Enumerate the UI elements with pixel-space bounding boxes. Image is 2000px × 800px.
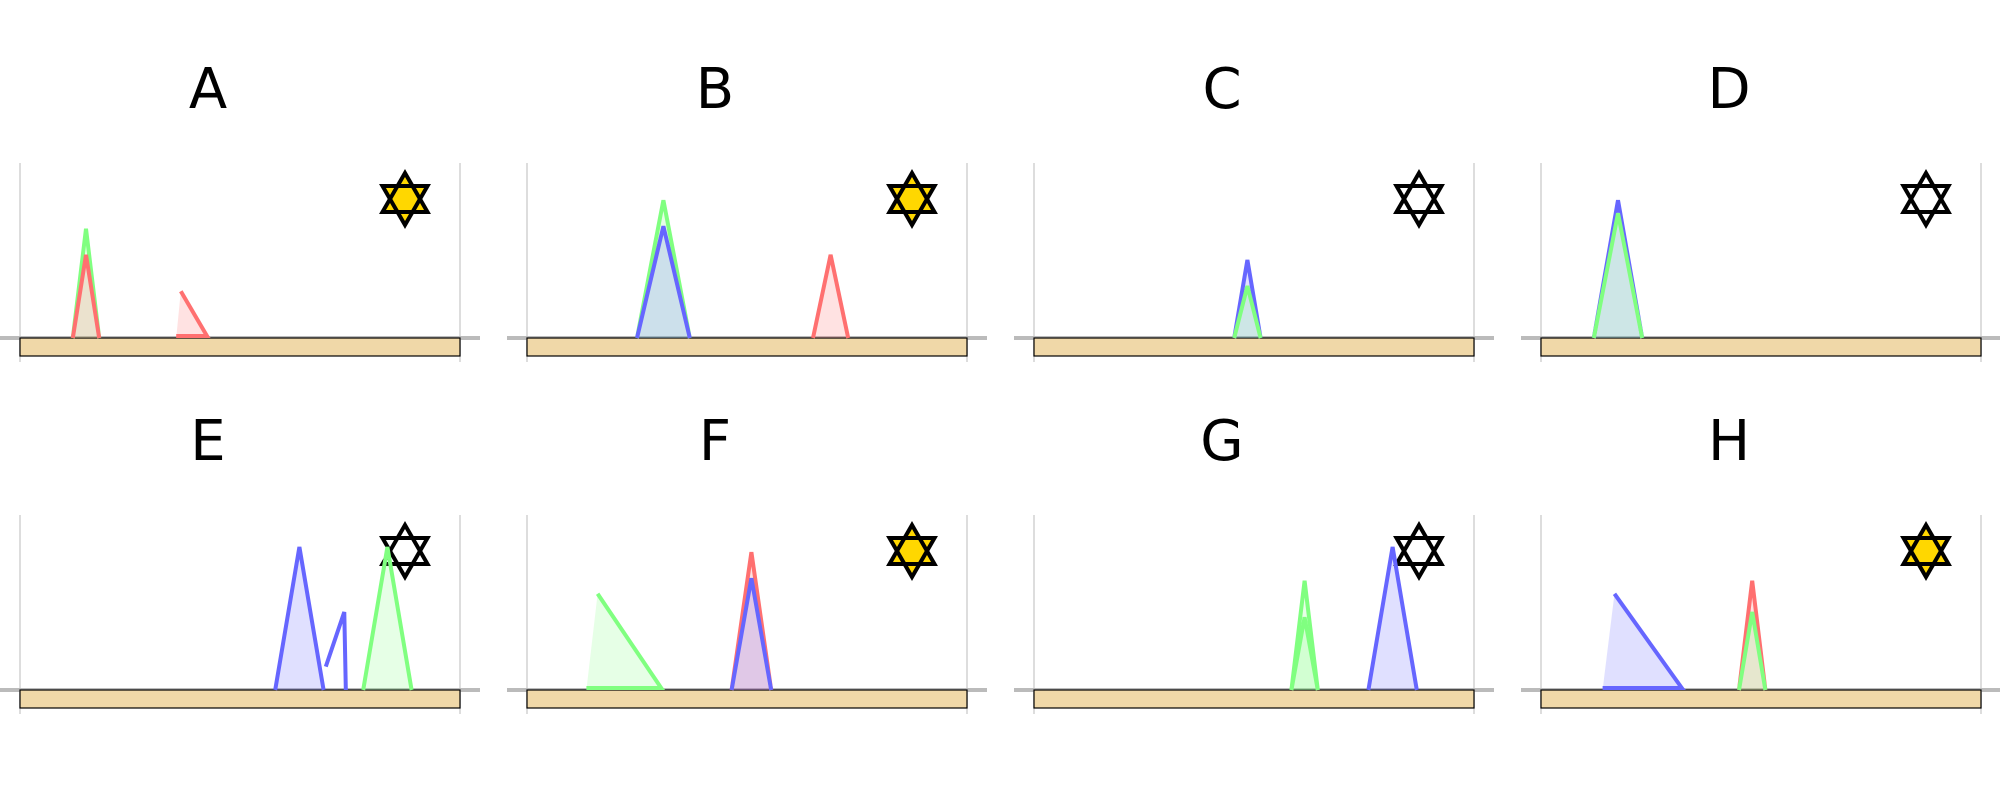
green-triangle-fill <box>363 547 412 690</box>
floor-slab <box>526 337 968 357</box>
panel-label: A <box>189 57 227 122</box>
panel-f: F <box>507 409 987 714</box>
star-of-david-icon <box>1393 168 1445 214</box>
blue-wedge <box>1602 592 1686 690</box>
star-of-david-icon <box>1900 168 1952 214</box>
panel-d: D <box>1521 57 2000 362</box>
red-triangle-fill <box>72 254 100 338</box>
star-of-david-icon <box>379 536 431 582</box>
green-triangle-fill <box>1739 612 1766 690</box>
green-triangle <box>1737 611 1768 691</box>
star-of-david-icon <box>379 184 431 230</box>
star-of-david-icon <box>1393 536 1445 582</box>
star-of-david-icon <box>1900 520 1952 566</box>
panel-label: E <box>190 409 225 474</box>
floor-slab <box>1540 337 1982 357</box>
floor-slab <box>1033 337 1475 357</box>
red-triangle-fill <box>731 552 772 690</box>
green-triangle <box>1232 285 1263 339</box>
floor-slab <box>1540 689 1982 709</box>
panel-label: F <box>699 409 731 474</box>
panel-g: G <box>1014 409 1494 714</box>
green-triangle <box>1289 616 1320 691</box>
star-of-david-icon <box>379 168 431 214</box>
blue-triangle-fill <box>1368 547 1417 690</box>
green-triangle <box>1591 212 1645 339</box>
blue-triangle <box>1366 546 1419 691</box>
blue-triangle-fill <box>275 547 324 690</box>
green-wedge-fill <box>586 593 662 690</box>
panel-label: B <box>696 57 734 122</box>
red-triangle <box>811 254 851 339</box>
panel-label: C <box>1202 57 1241 122</box>
panel-a: A <box>0 57 480 362</box>
green-wedge <box>586 592 665 690</box>
red-wedge <box>176 290 211 338</box>
star-of-david-icon <box>379 520 431 566</box>
blue-triangle <box>1232 259 1263 339</box>
blue-triangle-fill <box>637 226 690 338</box>
blue-zigzag <box>323 611 348 691</box>
star-of-david-icon <box>1393 520 1445 566</box>
green-triangle-fill <box>637 200 690 338</box>
blue-triangle <box>635 225 692 339</box>
blue-triangle <box>273 546 326 691</box>
star-of-david-icon <box>1900 536 1952 582</box>
floor-slab <box>19 689 461 709</box>
panel-c: C <box>1014 57 1494 362</box>
panel-e: E <box>0 409 480 714</box>
green-triangle <box>1289 580 1320 691</box>
blue-triangle <box>729 577 774 691</box>
green-triangle-fill <box>1291 617 1318 690</box>
floor-slab <box>19 337 461 357</box>
panel-label: H <box>1708 409 1750 474</box>
green-triangle-fill <box>1234 286 1261 338</box>
panel-label: D <box>1707 57 1750 122</box>
red-triangle <box>70 254 102 339</box>
blue-wedge-fill <box>1602 593 1682 690</box>
green-triangle-fill <box>72 228 100 338</box>
star-of-david-icon <box>886 536 938 582</box>
star-of-david-icon <box>886 184 938 230</box>
star-of-david-icon <box>1900 184 1952 230</box>
star-of-david-icon <box>886 520 938 566</box>
panel-label: G <box>1200 409 1243 474</box>
blue-triangle-fill <box>731 578 772 690</box>
star-of-david-icon <box>886 168 938 214</box>
floor-slab <box>526 689 968 709</box>
blue-triangle-fill <box>1593 200 1643 338</box>
floor-slab <box>1033 689 1475 709</box>
panel-b: B <box>507 57 987 362</box>
panel-h: H <box>1521 409 2000 714</box>
red-triangle-fill <box>813 254 849 338</box>
green-triangle-fill <box>1593 213 1643 338</box>
green-triangle <box>361 546 414 691</box>
star-of-david-icon <box>1393 184 1445 230</box>
